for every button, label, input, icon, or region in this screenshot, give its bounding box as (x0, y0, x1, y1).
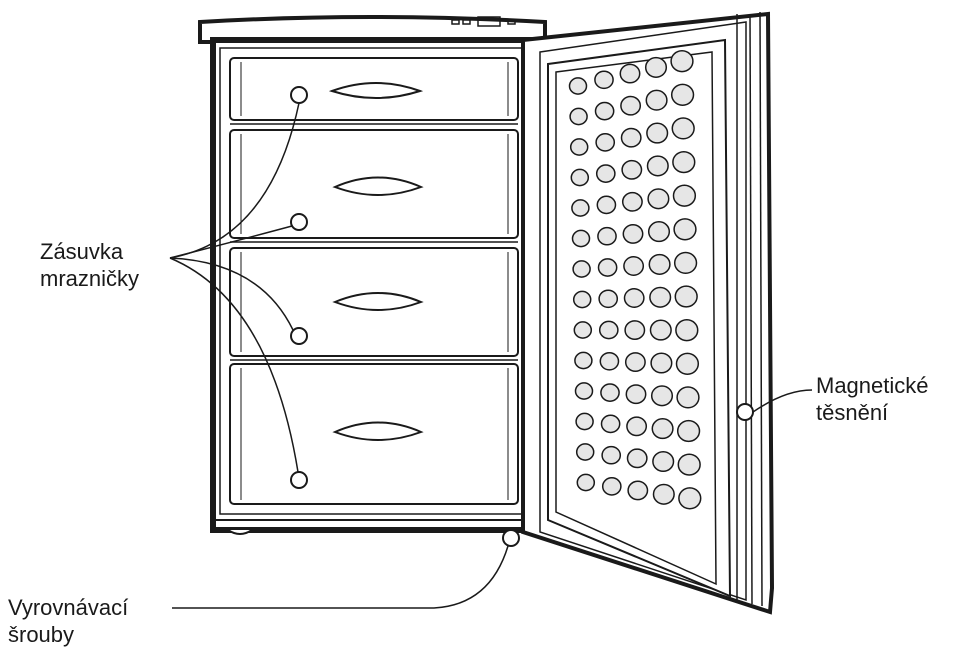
liner-dot (600, 414, 621, 434)
liner-dot (676, 386, 700, 409)
drawer-2 (229, 129, 519, 243)
label-leveling-screws-line2: šrouby (8, 622, 75, 647)
liner-dot (574, 382, 594, 400)
liner-dot (572, 260, 591, 278)
liner-dot (571, 229, 591, 248)
liner-dot (626, 416, 648, 437)
liner-dot (575, 412, 594, 431)
liner-dot (672, 150, 696, 174)
liner-dot (601, 477, 622, 496)
liner-dot (673, 251, 698, 275)
liner-dot (595, 164, 616, 183)
liner-dot (621, 191, 643, 212)
liner-dot (652, 483, 675, 505)
drawer-handle (328, 82, 424, 99)
drawer-handle (332, 176, 424, 196)
callout-markers (290, 86, 754, 547)
liner-dot (651, 418, 674, 440)
label-freezer-drawer: Zásuvka mrazničky (40, 238, 139, 292)
liner-dot (648, 253, 671, 275)
drawer-marker (290, 213, 308, 231)
label-magnetic-seal: Magnetické těsnění (816, 372, 929, 426)
liner-dot (671, 117, 695, 140)
liner-dot (620, 95, 642, 116)
liner-dot (649, 319, 672, 341)
liner-dot (646, 155, 669, 177)
liner-dot (650, 352, 673, 374)
label-magnetic-seal-line1: Magnetické (816, 373, 929, 398)
door-liner-pattern (568, 50, 702, 510)
liner-dot (575, 443, 595, 461)
label-freezer-drawer-line2: mrazničky (40, 266, 140, 291)
liner-dot (627, 480, 649, 501)
seal-marker (736, 403, 754, 421)
liner-dot (598, 289, 619, 309)
liner-dot (670, 50, 694, 73)
liner-dot (574, 351, 593, 370)
liner-dot (622, 223, 644, 244)
liner-dot (598, 320, 619, 340)
liner-dot (620, 127, 642, 148)
drawer-handle (332, 421, 424, 441)
liner-dot (596, 195, 617, 215)
liner-dot (572, 290, 592, 309)
drawer-handle (332, 292, 424, 311)
liner-dot (674, 285, 698, 308)
drawer-4 (229, 363, 519, 505)
liner-dot (571, 199, 590, 217)
label-freezer-drawer-line1: Zásuvka (40, 239, 124, 264)
label-leveling-screws-line1: Vyrovnávací (8, 595, 129, 620)
drawer-marker (290, 327, 308, 345)
liner-dot (568, 77, 588, 95)
drawer-3 (229, 247, 519, 361)
liner-dot (624, 320, 646, 341)
drawer-1 (229, 57, 519, 125)
liner-dot (673, 218, 697, 241)
liner-dot (597, 258, 618, 277)
drawer-marker (290, 471, 308, 489)
liner-dot (626, 448, 648, 469)
liner-dot (624, 352, 646, 373)
leader-lines (169, 102, 813, 609)
liner-dot (678, 487, 702, 510)
liner-dot (597, 226, 617, 246)
liner-dot (672, 184, 697, 207)
liner-dot (670, 83, 695, 106)
label-leveling-screws: Vyrovnávací šrouby (8, 594, 128, 648)
liner-dot (646, 122, 669, 144)
liner-dot (600, 383, 620, 402)
liner-dot (594, 70, 614, 90)
liner-dot (625, 384, 647, 405)
liner-dot (649, 286, 672, 308)
liner-dot (675, 352, 700, 375)
liner-dot (623, 256, 645, 276)
liner-dot (647, 188, 670, 210)
liner-dot (652, 450, 675, 473)
liner-dot (645, 89, 668, 111)
liner-dot (599, 351, 620, 371)
liner-dot (677, 453, 701, 476)
liner-dot (675, 319, 699, 342)
liner-dot (644, 56, 668, 78)
liner-dot (650, 385, 674, 407)
liner-dot (573, 321, 593, 339)
liner-dot (619, 63, 641, 84)
liner-dot (621, 159, 643, 180)
liner-dot (570, 168, 590, 187)
liner-dot (676, 419, 701, 443)
control-panel (451, 16, 516, 27)
liner-dot (569, 138, 589, 156)
drawer-marker (290, 86, 308, 104)
liner-dot (601, 445, 622, 465)
liner-dot (595, 133, 616, 152)
screw-marker (502, 529, 520, 547)
liner-dot (594, 101, 615, 121)
liner-dot (576, 473, 596, 492)
label-magnetic-seal-line2: těsnění (816, 400, 889, 425)
liner-dot (647, 221, 671, 243)
liner-dot (623, 288, 645, 308)
liner-dot (569, 107, 588, 126)
